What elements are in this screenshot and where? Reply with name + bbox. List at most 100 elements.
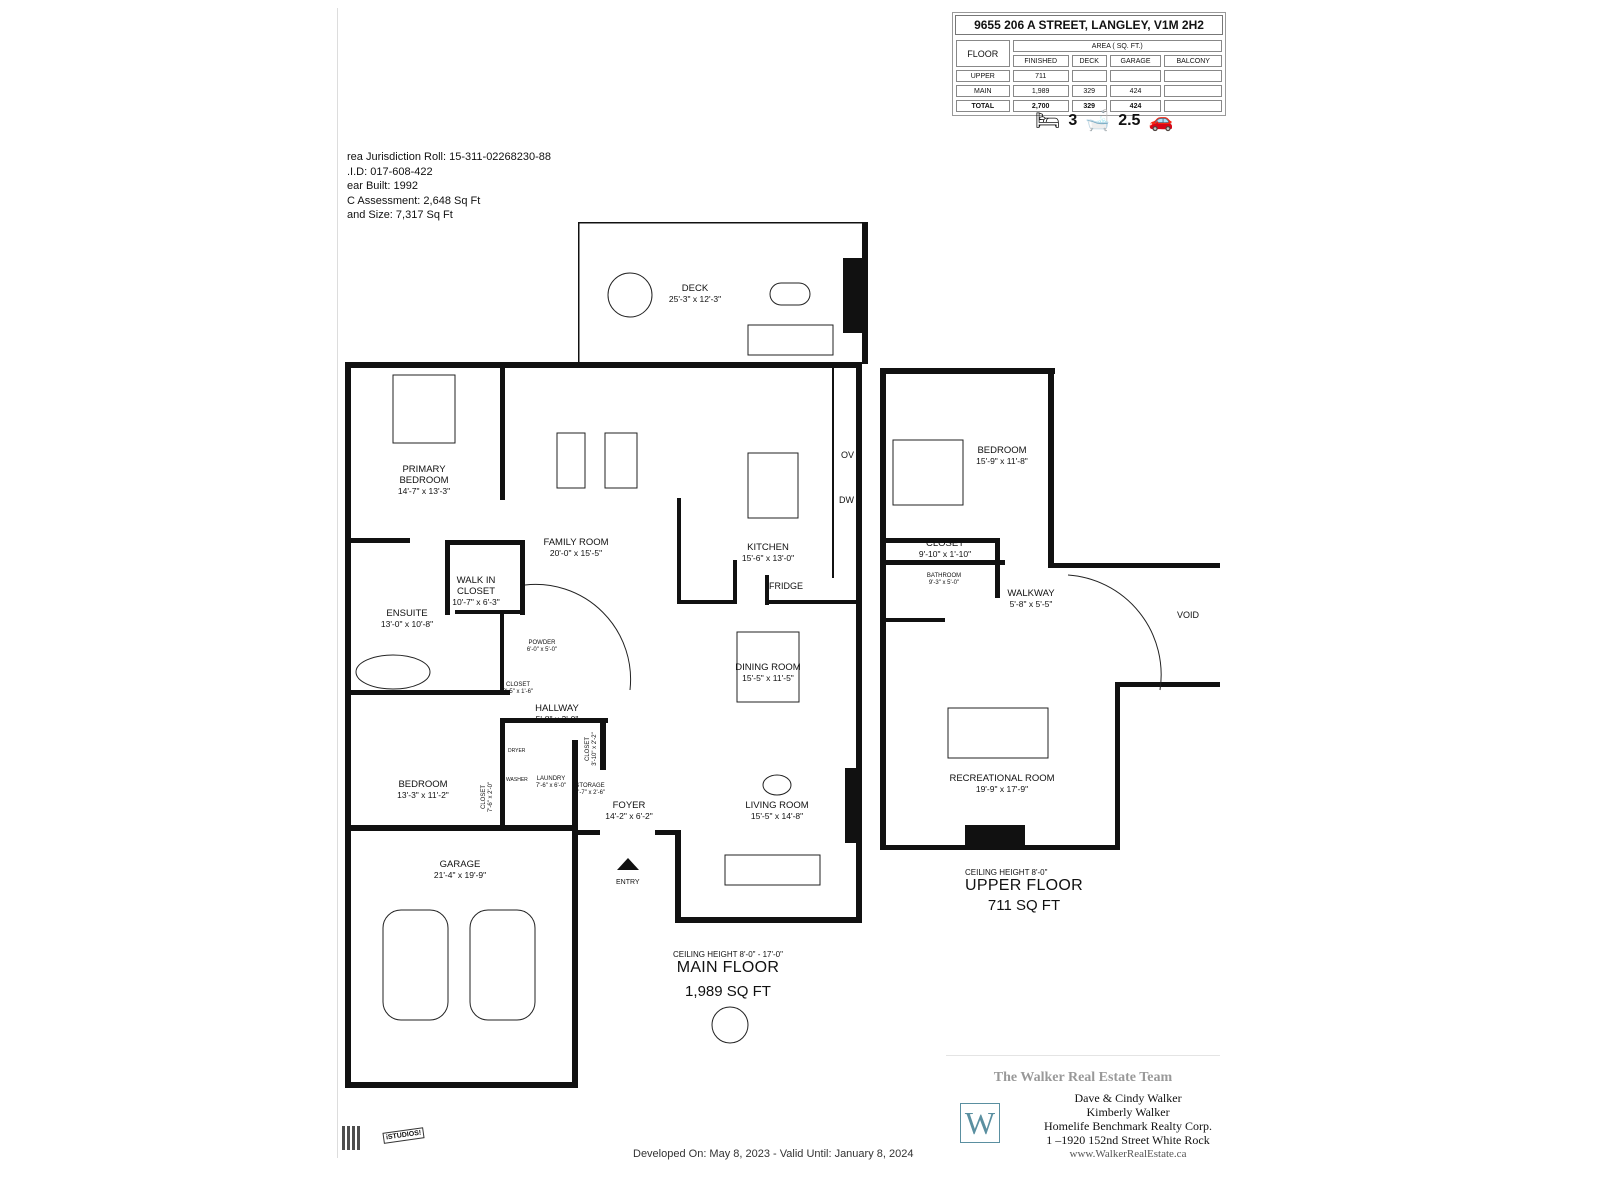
dining-table (736, 631, 800, 703)
foyer-wall (578, 830, 600, 835)
main-right-wall (856, 362, 862, 920)
room-name: CLOSET (481, 784, 487, 810)
upper-floor-area: 711 SQ FT (987, 897, 1061, 914)
room-name: DINING ROOM (735, 662, 801, 673)
roll-number: rea Jurisdiction Roll: 15-311-02268230-8… (347, 151, 552, 163)
col-balcony: BALCONY (1164, 55, 1222, 67)
year-built: ear Built: 1992 (347, 180, 418, 192)
laundry-wall (500, 720, 505, 830)
kitchen-wall (733, 560, 737, 604)
bed-icon: 🛏 (1035, 110, 1061, 132)
brokerage-address: 1 –1920 152nd Street White Rock (1046, 1133, 1210, 1147)
row-floor: UPPER (956, 70, 1010, 82)
room-dimensions: 7'-6" x 2'-0" (488, 781, 494, 813)
upper-bed (892, 439, 964, 506)
row-deck: 329 (1071, 100, 1107, 112)
stair-upper (1067, 574, 1162, 691)
room-dimensions: 13'-3" x 11'-2" (397, 790, 449, 800)
qr-code[interactable] (342, 1126, 362, 1150)
washer-label: WASHER (506, 777, 528, 783)
developed-date: Developed On: May 8, 2023 - Valid Until:… (633, 1148, 914, 1160)
ensuite-top-wall (345, 538, 410, 543)
room-dimensions: 5'-8" x 5'-5" (1009, 599, 1053, 609)
area-summary-table: 9655 206 A STREET, LANGLEY, V1M 2H2 FLOO… (952, 12, 1226, 116)
brokerage: Homelife Benchmark Realty Corp. (1044, 1119, 1212, 1133)
room-name: STORAGE (575, 783, 605, 789)
website-link[interactable]: www.WalkerRealEstate.ca (1069, 1148, 1187, 1160)
coffee-table (556, 432, 586, 489)
room-dimensions: 9'-3" x 5'-0" (928, 580, 960, 586)
closet-upper-wall (880, 538, 1000, 543)
main-ceiling: CEILING HEIGHT 8'-0" - 17'-0" (673, 950, 783, 959)
primary-bed (392, 374, 456, 444)
oven-label: OV (841, 450, 855, 460)
entry-arrow (617, 858, 639, 870)
row-finished: 2,700 (1012, 100, 1069, 112)
bathtub-icon: 🛁 (1085, 110, 1111, 132)
upper-ceiling: CEILING HEIGHT 8'-0" (965, 868, 1048, 877)
deck-outline (578, 222, 580, 364)
room-name: BEDROOM (977, 445, 1027, 456)
room-name: POWDER (528, 640, 556, 646)
agent-names: Dave & Cindy Walker (1074, 1091, 1182, 1105)
bathroom-count: 2.5 (1118, 111, 1141, 129)
room-name: WALK IN CLOSET (456, 575, 496, 597)
col-deck: DECK (1071, 55, 1107, 67)
entry-label: ENTRY (616, 879, 640, 886)
rec-fireplace (965, 825, 1025, 850)
row-deck: 329 (1071, 85, 1107, 97)
room-name: ENSUITE (386, 608, 428, 619)
row-balcony (1164, 85, 1222, 97)
primary-right-wall (500, 362, 505, 500)
fridge-label: FRIDGE (769, 581, 804, 591)
room-dimensions: 2'-7" x 2'-6" (574, 790, 606, 796)
room-name: FOYER (612, 800, 646, 811)
room-name: RECREATIONAL ROOM (949, 773, 1055, 784)
rec-right-wall (1115, 685, 1120, 850)
agent-block: The Walker Real Estate Team Dave & Cindy… (946, 1055, 1220, 1160)
row-finished: 711 (1012, 70, 1069, 82)
powder-wall (500, 612, 504, 694)
garage-icon: 🚗 (1148, 110, 1174, 132)
room-dimensions: 2'-5" x 1'-6" (502, 689, 534, 695)
room-name: CLOSET (585, 736, 591, 762)
void-label: VOID (1177, 610, 1200, 620)
room-name: DECK (681, 283, 709, 294)
main-floor-title: CEILING HEIGHT 8'-0" - 17'-0" MAIN FLOOR… (673, 950, 783, 1000)
room-dimensions: 21'-4" x 19'-9" (433, 870, 487, 880)
land-size: and Size: 7,317 Sq Ft (347, 209, 453, 221)
row-finished: 1,989 (1012, 85, 1069, 97)
upper-bed-right-wall (1048, 368, 1054, 566)
car (382, 909, 449, 1021)
table-row: MAIN 1,989 329 424 (956, 85, 1222, 97)
bedroom-count: 3 (1068, 111, 1078, 129)
table-row: TOTAL 2,700 329 424 (956, 100, 1222, 112)
room-dimensions: 10'-7" x 6'-3" (452, 597, 500, 607)
closet-wall (445, 540, 450, 615)
bathroom-top-wall (885, 560, 1005, 565)
dishwasher-label: DW (839, 495, 854, 505)
living-bottom-wall (675, 917, 862, 923)
room-dimensions: 14'-7" x 13'-3" (397, 486, 451, 496)
row-garage: 424 (1109, 100, 1162, 112)
room-dimensions: 13'-0" x 10'-8" (380, 619, 434, 629)
row-garage: 424 (1109, 85, 1162, 97)
room-name: CLOSET (505, 682, 531, 688)
ensuite-bottom-wall (345, 690, 510, 695)
dryer-label: DRYER (508, 748, 526, 754)
room-name: KITCHEN (747, 542, 789, 553)
room-dimensions: 15'-5" x 11'-5" (742, 673, 794, 683)
